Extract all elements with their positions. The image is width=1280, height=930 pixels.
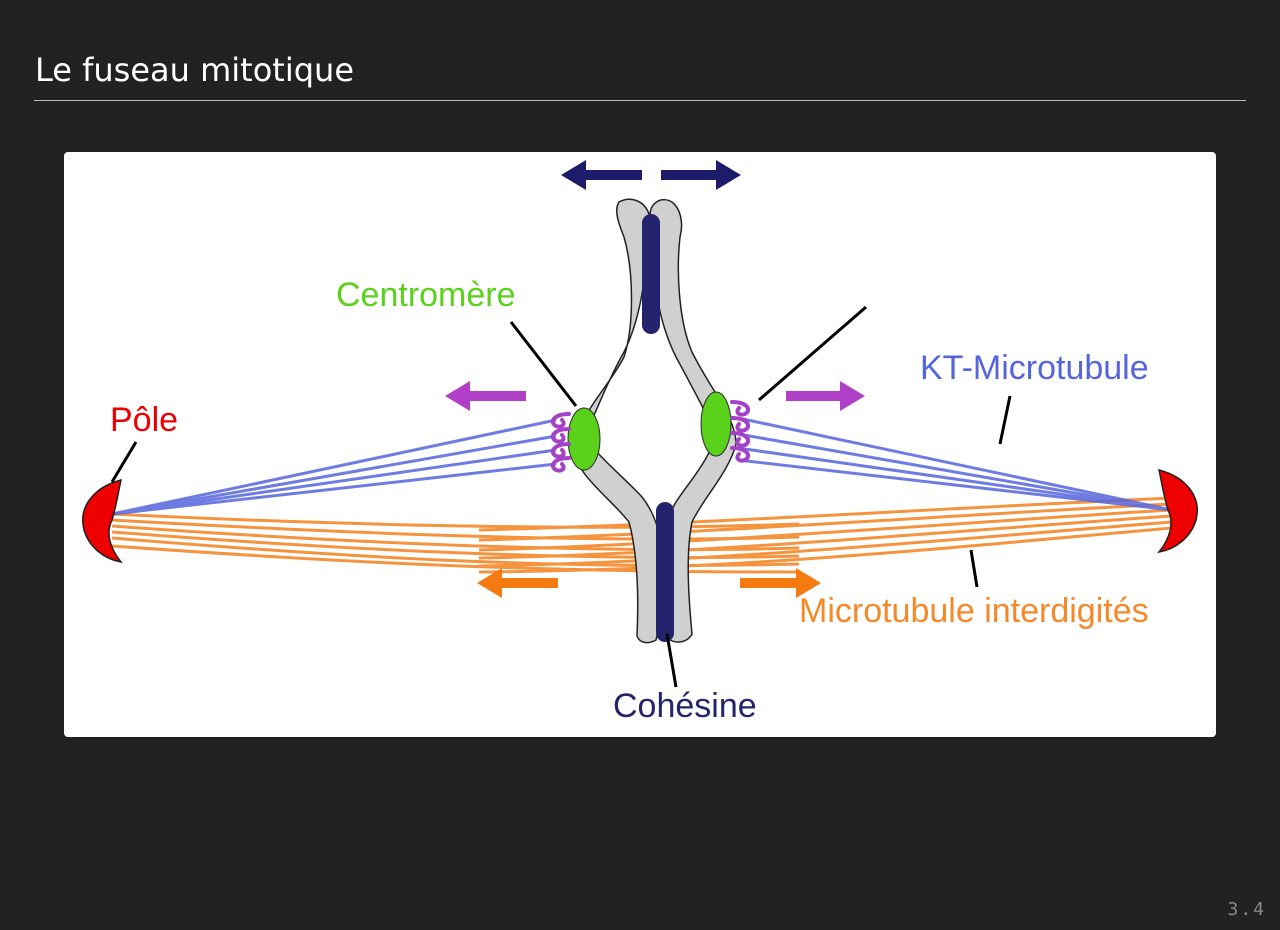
leader-cohesin	[665, 633, 678, 688]
kt-microtubules	[111, 416, 1173, 516]
centromere-right	[700, 391, 732, 457]
interdigitated-microtubules	[111, 496, 1173, 574]
arrow-right-navy	[661, 160, 741, 190]
mitotic-spindle-diagram: Centromère Pôle KT-Microtubule Microtubu…	[82, 160, 1198, 725]
orange-arrows	[477, 568, 821, 598]
pink-arrows	[445, 381, 865, 411]
chromatid-pair	[573, 198, 737, 644]
slide-title: Le fuseau mitotique	[35, 51, 354, 89]
label-pole: Pôle	[110, 401, 178, 439]
leader-pole	[110, 441, 138, 483]
pole-left	[82, 478, 123, 564]
leader-lines	[110, 305, 1012, 688]
cohesin-bottom	[656, 502, 674, 642]
label-kt-microtubule: KT-Microtubule	[920, 349, 1149, 387]
leader-interdigitated	[969, 549, 979, 588]
kinetochore-right	[730, 400, 751, 463]
diagram-panel: Centromère Pôle KT-Microtubule Microtubu…	[64, 152, 1216, 737]
label-interdigitated: Microtubule interdigités	[799, 592, 1149, 630]
kinetochore-left	[550, 412, 571, 473]
arrow-right-pink	[786, 381, 865, 411]
label-cohesin: Cohésine	[613, 687, 757, 725]
cohesin-top	[642, 214, 660, 334]
leader-right-centromere	[758, 305, 867, 402]
slide-number: 3.4	[1227, 899, 1266, 920]
centromere-left	[567, 407, 601, 471]
arrow-left-orange	[477, 568, 558, 598]
leader-centromere	[509, 321, 578, 407]
arrow-right-orange	[740, 568, 821, 598]
arrow-left-navy	[561, 160, 642, 190]
arrow-left-pink	[445, 381, 526, 411]
navy-arrows	[561, 160, 741, 190]
leader-kt-microtubule	[998, 395, 1012, 445]
pole-right	[1157, 468, 1198, 554]
label-centromere: Centromère	[336, 276, 516, 314]
title-divider	[34, 100, 1246, 101]
chromatid-left	[573, 198, 666, 644]
